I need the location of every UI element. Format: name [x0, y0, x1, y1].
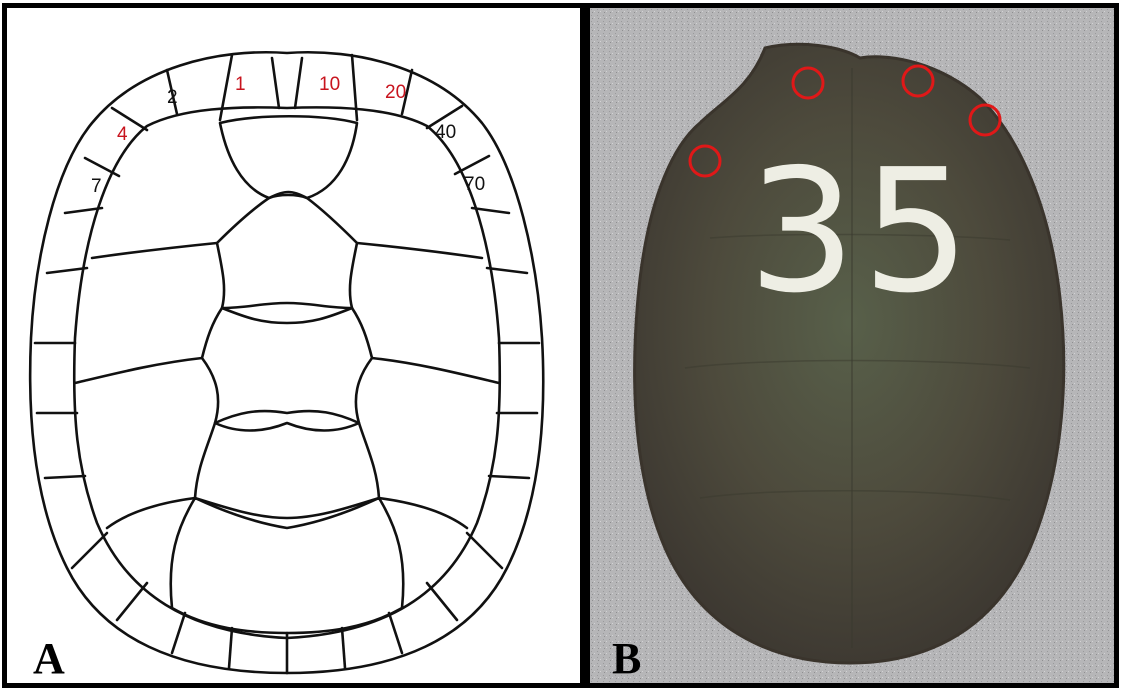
panel-a: 2 1 10 20 4 40 7 70 A — [2, 3, 585, 688]
carapace-diagram: 2 1 10 20 4 40 7 70 — [7, 8, 580, 683]
marginal-divider — [455, 156, 489, 174]
pleural-divider — [75, 358, 202, 383]
marginal-divider — [489, 476, 529, 478]
inner-boundary — [74, 107, 500, 638]
vertebral-4 — [195, 423, 379, 518]
marginal-divider — [352, 55, 357, 120]
nuchal-scute — [272, 58, 302, 108]
panel-b: 35 B — [585, 3, 1119, 688]
marginal-divider — [487, 268, 527, 273]
painted-number: 35 — [748, 133, 976, 331]
pleural-divider — [372, 358, 499, 383]
shell-outline — [30, 52, 543, 673]
scute-label: 70 — [464, 174, 485, 195]
vertebral-2 — [217, 195, 357, 308]
marginal-divider — [229, 628, 232, 668]
vertebral-3 — [202, 308, 372, 423]
marginal-divider — [172, 613, 185, 653]
scute-label: 4 — [117, 124, 128, 145]
marginal-divider — [117, 583, 147, 620]
scute-label: 10 — [319, 74, 340, 95]
pleural-divider — [357, 243, 482, 258]
turtle-shell-photo: 35 — [590, 8, 1114, 683]
scute-label: 1 — [235, 74, 246, 95]
marginal-divider — [342, 628, 345, 668]
scute-label: 2 — [167, 87, 178, 108]
panel-label-b: B — [612, 637, 641, 681]
marginal-divider — [427, 583, 457, 620]
scute-label: 20 — [385, 82, 406, 103]
scute-label: 40 — [435, 122, 456, 143]
marginal-divider — [220, 55, 232, 120]
marginal-divider — [389, 613, 402, 653]
marginal-divider — [467, 533, 502, 568]
marginal-divider — [72, 533, 107, 568]
scute-label: 7 — [91, 176, 102, 197]
panel-label-a: A — [33, 637, 65, 681]
vertebral-1 — [220, 116, 357, 198]
marginal-divider — [45, 476, 85, 478]
pleural-divider — [92, 243, 217, 258]
marginal-divider — [47, 268, 87, 273]
